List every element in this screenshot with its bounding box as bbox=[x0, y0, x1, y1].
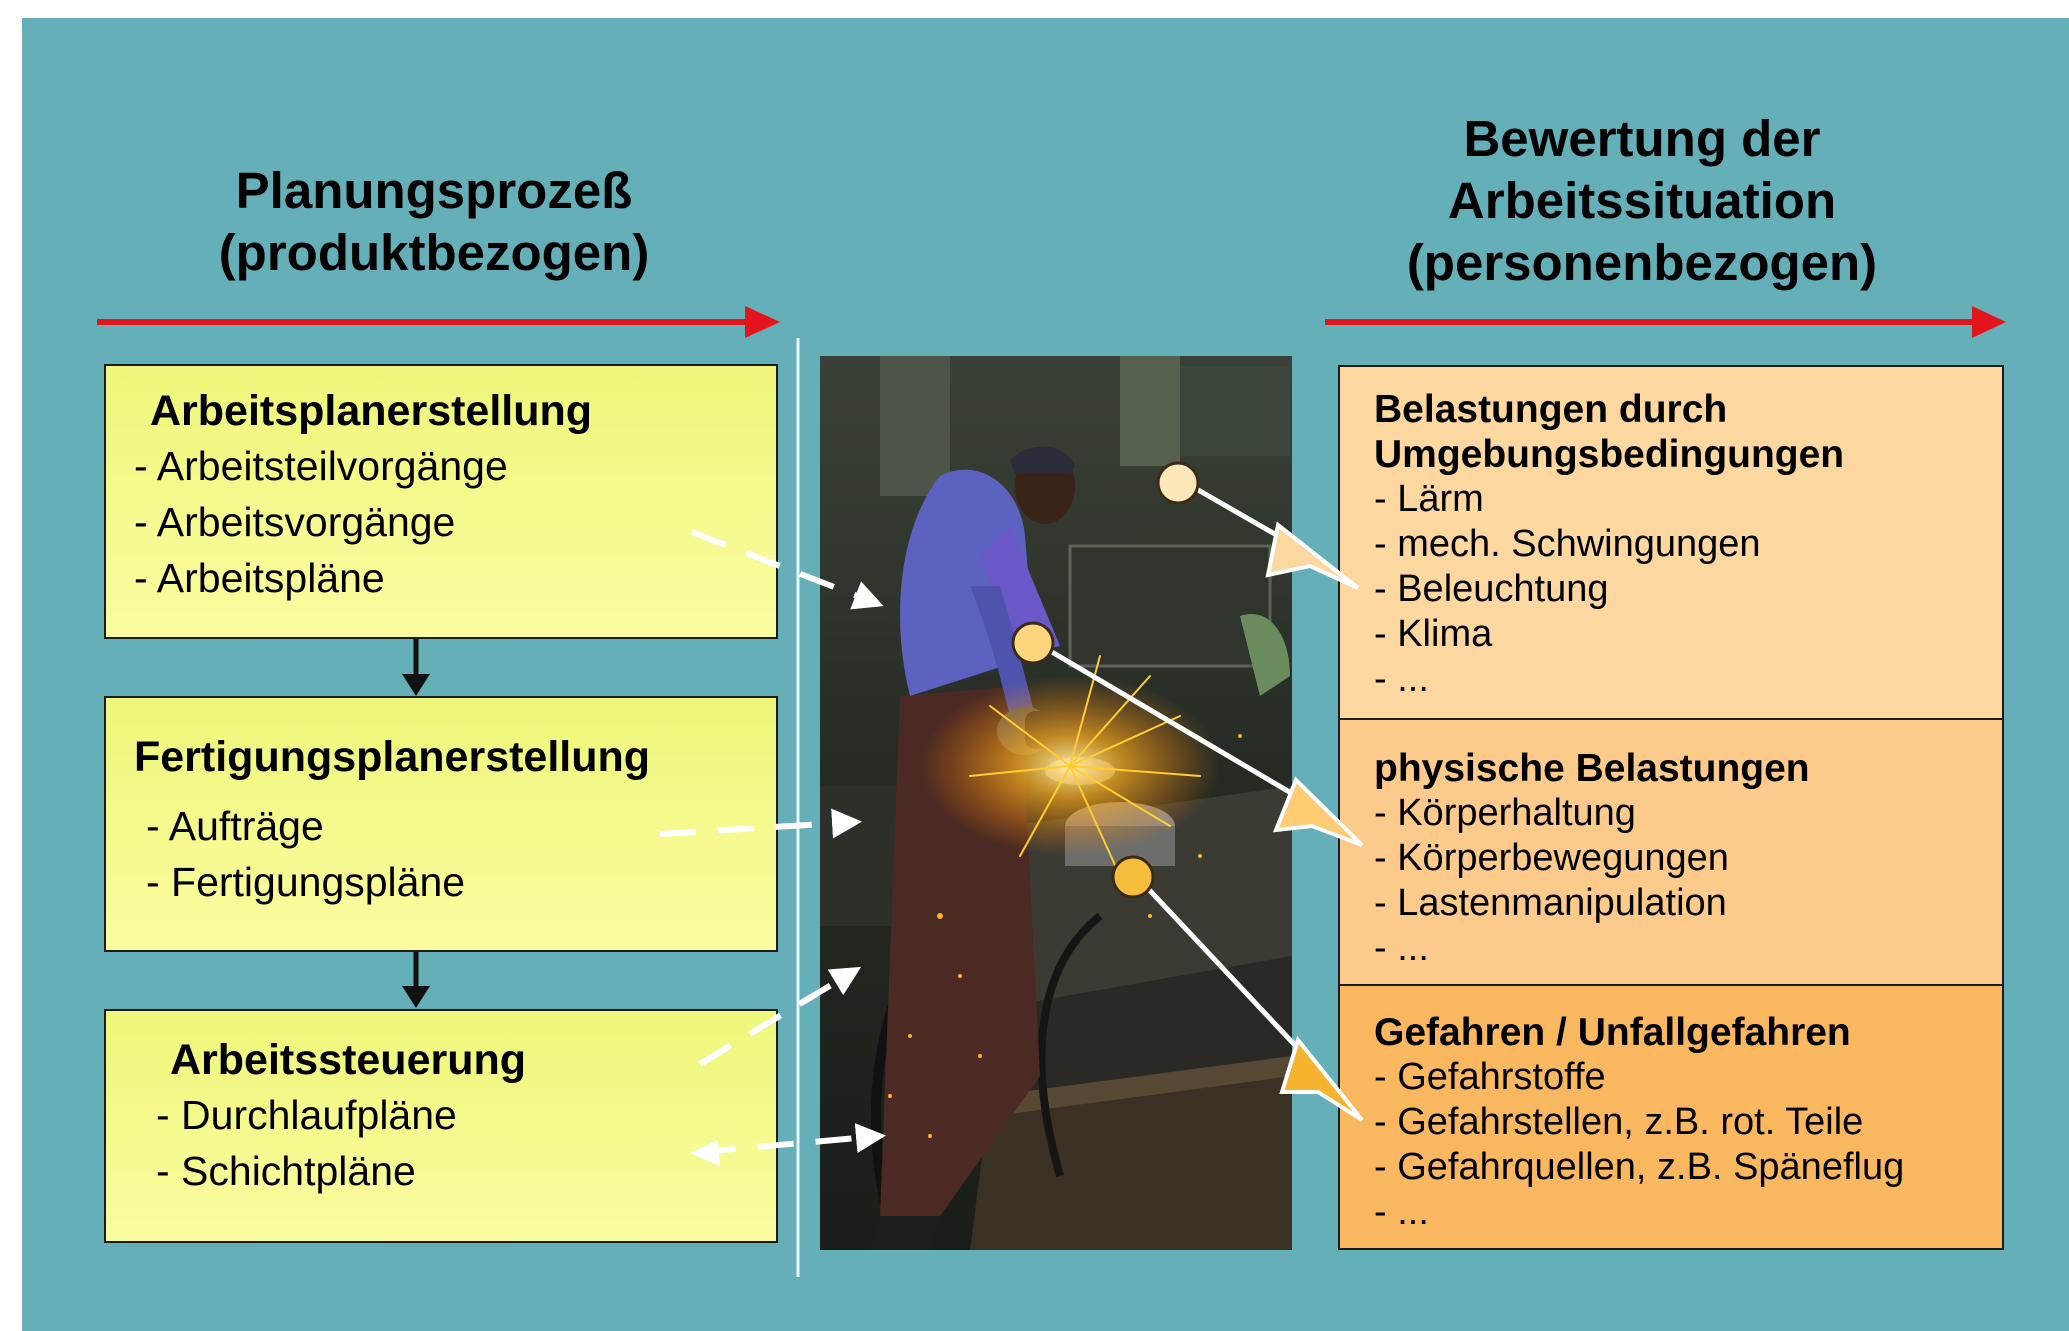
right-heading: Bewertung der Arbeitssituation (personen… bbox=[1306, 108, 1978, 294]
box-title-line2: Umgebungsbedingungen bbox=[1374, 433, 1845, 476]
box-fertigungsplanerstellung: Fertigungsplanerstellung - Aufträge - Fe… bbox=[104, 696, 778, 952]
list-item: - Fertigungspläne bbox=[146, 859, 466, 905]
list-item: - Gefahrstellen, z.B. rot. Teile bbox=[1374, 1101, 1864, 1143]
list-item: - ... bbox=[1374, 1191, 1429, 1233]
box-title: Arbeitsplanerstellung bbox=[150, 387, 593, 435]
list-item: - Körperhaltung bbox=[1374, 792, 1636, 834]
list-item: - Gefahrstoffe bbox=[1374, 1056, 1606, 1098]
list-item: - Aufträge bbox=[146, 803, 324, 849]
worker-grinding-metal-photo bbox=[820, 356, 1292, 1250]
left-heading-line1: Planungsprozeß bbox=[235, 162, 633, 219]
box-arbeitssteuerung: Arbeitssteuerung - Durchlaufpläne - Schi… bbox=[104, 1009, 778, 1243]
list-item: - Arbeitspläne bbox=[134, 555, 385, 601]
box-gefahren: Gefahren / Unfallgefahren - Gefahrstoffe… bbox=[1338, 984, 2004, 1250]
left-heading-line2: (produktbezogen) bbox=[218, 224, 650, 281]
list-item: - Schichtpläne bbox=[156, 1148, 416, 1194]
list-item: - mech. Schwingungen bbox=[1374, 523, 1761, 565]
box-title: Fertigungsplanerstellung bbox=[134, 733, 651, 781]
list-item: - Klima bbox=[1374, 613, 1493, 655]
box-title-line1: Belastungen durch bbox=[1374, 388, 1728, 431]
list-item: - Durchlaufpläne bbox=[156, 1092, 457, 1138]
right-heading-line2: Arbeitssituation bbox=[1447, 172, 1837, 229]
box-belastungen-umgebung: Belastungen durch Umgebungsbedingungen -… bbox=[1338, 365, 2004, 720]
right-heading-line3: (personenbezogen) bbox=[1406, 234, 1878, 291]
box-title: Arbeitssteuerung bbox=[170, 1036, 527, 1084]
left-heading: Planungsprozeß (produktbezogen) bbox=[98, 160, 770, 284]
box-arbeitsplanerstellung: Arbeitsplanerstellung - Arbeitsteilvorgä… bbox=[104, 364, 778, 639]
list-item: - Arbeitsteilvorgänge bbox=[134, 443, 508, 489]
list-item: - Lastenmanipulation bbox=[1374, 882, 1727, 924]
list-item: - Gefahrquellen, z.B. Späneflug bbox=[1374, 1146, 1905, 1188]
list-item: - Körperbewegungen bbox=[1374, 837, 1729, 879]
box-title: physische Belastungen bbox=[1374, 747, 1810, 790]
list-item: - ... bbox=[1374, 658, 1429, 700]
box-title: Gefahren / Unfallgefahren bbox=[1374, 1011, 1851, 1054]
right-heading-line1: Bewertung der bbox=[1463, 110, 1821, 167]
list-item: - ... bbox=[1374, 927, 1429, 969]
list-item: - Beleuchtung bbox=[1374, 568, 1609, 610]
list-item: - Arbeitsvorgänge bbox=[134, 499, 456, 545]
box-physische-belastungen: physische Belastungen - Körperhaltung - … bbox=[1338, 718, 2004, 986]
list-item: - Lärm bbox=[1374, 478, 1484, 520]
